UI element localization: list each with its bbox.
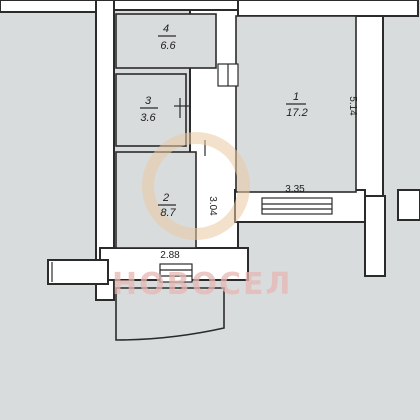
room-1-height-label: 5.14	[347, 96, 358, 116]
balcony	[115, 287, 225, 341]
room-3	[115, 73, 187, 147]
room-1-number: 1	[293, 91, 299, 103]
room-2-number: 2	[162, 192, 169, 204]
rooms	[115, 13, 357, 341]
room-labels: 4 6.6 3 3.6 1 17.2 2 8.7	[140, 23, 308, 219]
room-1-width-label: 3.35	[285, 184, 305, 195]
wall-top-center	[113, 0, 239, 11]
wall-right	[354, 15, 384, 197]
room-4	[115, 13, 217, 69]
dimension-labels: 5.14 3.35 3.04 2.88	[160, 96, 358, 261]
room-3-number: 3	[145, 95, 152, 107]
wall-left-stub	[47, 259, 109, 285]
watermark: НОВОСЕЛ	[112, 132, 292, 302]
wall-left-corridor	[95, 0, 115, 301]
room-2-height-label: 3.04	[207, 196, 218, 216]
room-2-area: 8.7	[160, 207, 176, 219]
room-2-width-label: 2.88	[160, 250, 180, 261]
wall-top-right	[237, 0, 419, 17]
wall-right-lower	[364, 195, 386, 277]
watermark-logo	[142, 132, 250, 240]
wall-far-right	[397, 189, 420, 221]
walls	[0, 0, 420, 301]
watermark-text: НОВОСЕЛ	[112, 267, 292, 302]
room-4-number: 4	[163, 23, 169, 35]
room-1-area: 17.2	[286, 107, 307, 119]
wall-top-left	[0, 0, 101, 13]
room-4-area: 6.6	[160, 40, 176, 52]
room-3-area: 3.6	[140, 112, 156, 124]
window-room1	[261, 197, 333, 215]
window-room2	[159, 263, 193, 283]
openings	[51, 63, 333, 283]
